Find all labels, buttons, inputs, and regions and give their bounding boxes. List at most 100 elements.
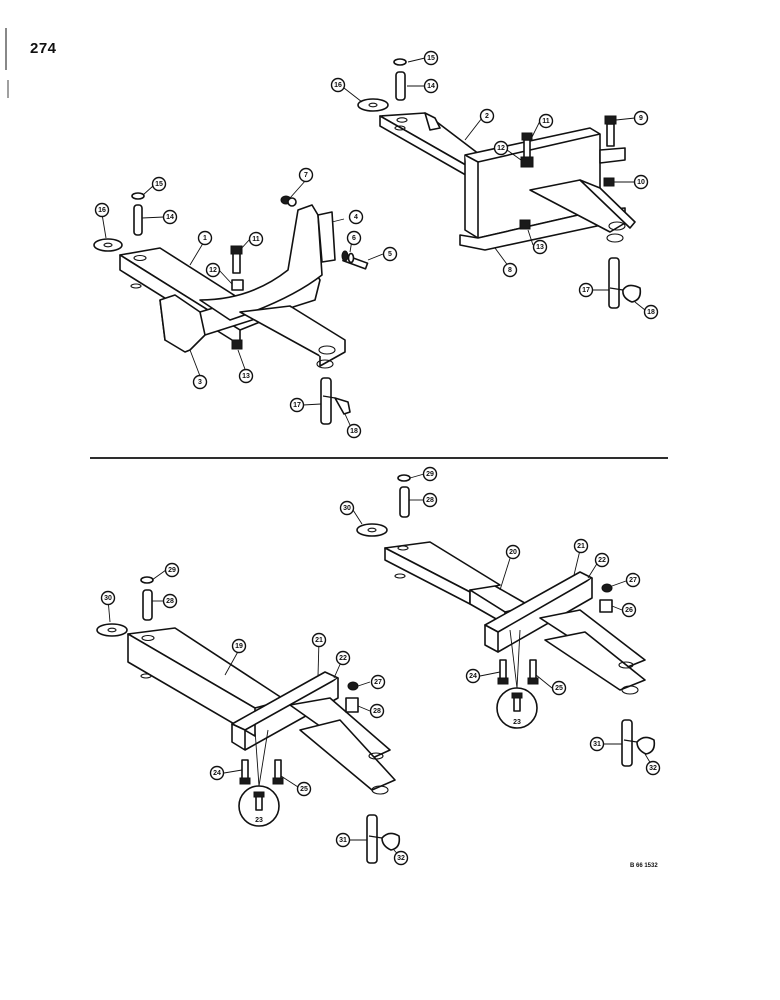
callout-br-32: 32: [645, 760, 661, 776]
callout-number: 6: [352, 235, 356, 242]
callout-tl-18: 18: [346, 423, 362, 439]
callout-number: 22: [598, 557, 606, 564]
callout-number: 11: [542, 118, 550, 125]
callout-number: 13: [242, 373, 250, 380]
callout-number: 32: [397, 855, 405, 862]
callout-tl-13: 13: [238, 368, 254, 384]
callout-tr-17: 17: [578, 282, 594, 298]
callout-number: 25: [555, 685, 563, 692]
callout-tl-6: 6: [346, 230, 362, 246]
callout-tl-3: 3: [192, 374, 208, 390]
callout-number: 24: [213, 770, 221, 777]
callout-tr-2: 2: [479, 108, 495, 124]
callout-tr-18: 18: [643, 304, 659, 320]
callout-tl-14: 14: [162, 209, 178, 225]
page-number: 274: [30, 40, 57, 57]
callout-number: 19: [235, 643, 243, 650]
assembly-top-right: [357, 58, 642, 309]
callout-number: 30: [343, 505, 351, 512]
callout-bl-24: 24: [209, 765, 225, 781]
callout-bl-27: 27: [370, 674, 386, 690]
leader-lines: [101, 57, 652, 859]
callout-tr-16: 16: [330, 77, 346, 93]
callout-br-29: 29: [422, 466, 438, 482]
reference-code: B 66 1532: [630, 863, 658, 869]
svg-text:23: 23: [513, 719, 521, 726]
callout-br-30: 30: [339, 500, 355, 516]
callout-number: 15: [155, 181, 163, 188]
callout-number: 20: [509, 549, 517, 556]
callout-tl-15: 15: [151, 176, 167, 192]
callout-number: 29: [168, 567, 176, 574]
callout-br-26: 26: [621, 602, 637, 618]
callout-br-28: 28: [422, 492, 438, 508]
callout-bl-31: 31: [335, 832, 351, 848]
callout-number: 29: [426, 471, 434, 478]
callout-tl-1: 1: [197, 230, 213, 246]
callout-tl-7: 7: [298, 167, 314, 183]
callout-bl-32: 32: [393, 850, 409, 866]
callout-number: 2: [485, 113, 489, 120]
callout-br-20: 20: [505, 544, 521, 560]
callout-number: 28: [426, 497, 434, 504]
callout-bl-21: 21: [311, 632, 327, 648]
callout-bl-25: 25: [296, 781, 312, 797]
callout-number: 21: [315, 637, 323, 644]
callout-number: 15: [427, 55, 435, 62]
callout-number: 18: [647, 309, 655, 316]
callout-number: 8: [508, 267, 512, 274]
callout-number: 22: [339, 655, 347, 662]
callout-br-25: 25: [551, 680, 567, 696]
assembly-top-left: [93, 192, 369, 425]
callout-tr-9: 9: [633, 110, 649, 126]
callout-number: 24: [469, 673, 477, 680]
callout-br-22: 22: [594, 552, 610, 568]
callout-number: 21: [577, 543, 585, 550]
callout-number: 18: [350, 428, 358, 435]
svg-text:23: 23: [255, 817, 263, 824]
callout-number: 16: [334, 82, 342, 89]
callout-bl-28: 28: [162, 593, 178, 609]
callout-bl-30: 30: [100, 590, 116, 606]
callout-number: 26: [625, 607, 633, 614]
callout-br-24: 24: [465, 668, 481, 684]
callout-br-27: 27: [625, 572, 641, 588]
callout-tr-11: 11: [538, 113, 554, 129]
callout-tl-11: 11: [248, 231, 264, 247]
callout-bl-22: 22: [335, 650, 351, 666]
callout-number: 12: [209, 267, 217, 274]
callout-tl-4: 4: [348, 209, 364, 225]
callout-number: 5: [388, 251, 392, 258]
callout-number: 13: [536, 244, 544, 251]
callout-number: 28: [166, 598, 174, 605]
callout-tr-15: 15: [423, 50, 439, 66]
callout-number: 4: [354, 214, 358, 221]
callout-tr-13: 13: [532, 239, 548, 255]
callout-tr-8: 8: [502, 262, 518, 278]
callout-number: 11: [252, 236, 260, 243]
callout-bl-19: 19: [231, 638, 247, 654]
callout-tl-17: 17: [289, 397, 305, 413]
assembly-bottom-left: 23: [96, 576, 401, 864]
callout-number: 17: [293, 402, 301, 409]
callout-bl-28: 28: [369, 703, 385, 719]
callout-number: 1: [203, 235, 207, 242]
callout-number: 12: [497, 145, 505, 152]
callout-number: 14: [427, 83, 435, 90]
callout-tl-16: 16: [94, 202, 110, 218]
callout-number: 31: [339, 837, 347, 844]
callout-number: 27: [374, 679, 382, 686]
callout-tr-10: 10: [633, 174, 649, 190]
callout-bl-29: 29: [164, 562, 180, 578]
callout-number: 32: [649, 765, 657, 772]
callout-number: 14: [166, 214, 174, 221]
callout-number: 27: [629, 577, 637, 584]
callout-number: 3: [198, 379, 202, 386]
callout-number: 28: [373, 708, 381, 715]
callout-number: 9: [639, 115, 643, 122]
callout-br-21: 21: [573, 538, 589, 554]
callout-tl-12: 12: [205, 262, 221, 278]
callout-br-31: 31: [589, 736, 605, 752]
